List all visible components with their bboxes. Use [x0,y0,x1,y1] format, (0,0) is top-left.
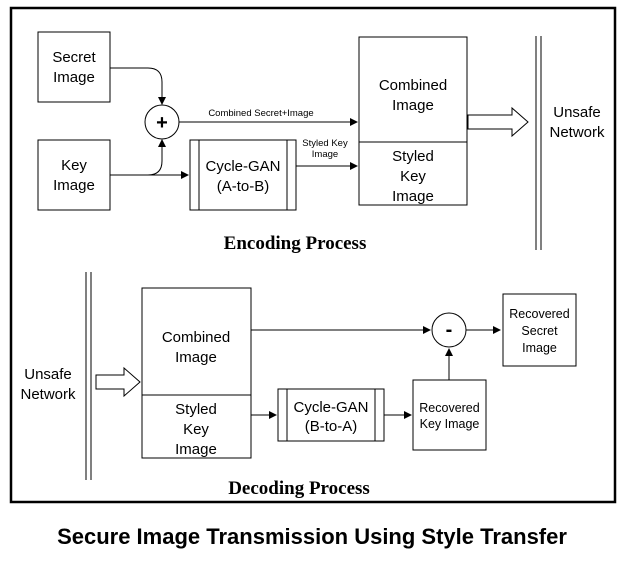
secret-to-plus-connector [110,67,166,105]
decoded-styled-label-3: Image [175,441,217,458]
combined-secret-image-label: Combined Secret+Image [208,108,313,119]
decoded-styled-label-1: Styled [175,401,217,418]
recovered-secret-box: Recovered Secret Image [502,293,577,367]
receive-from-network-arrow [95,366,141,398]
encoding-network-label-1: Unsafe [553,104,601,121]
encoding-title: Encoding Process [224,233,367,254]
secret-image-label-2: Image [53,69,95,86]
secret-image-box: Secret Image [37,31,111,103]
encoded-combined-label-1: Combined [379,77,447,94]
cyclegan-b-to-a-label-2: (B-to-A) [305,418,358,435]
cyclegan-b-to-a-box: Cycle-GAN (B-to-A) [277,388,385,442]
key-image-label-2: Image [53,177,95,194]
styled-key-image-label-1: Styled Key [302,138,348,149]
decoded-input-box: Combined Image Styled Key Image [141,287,252,459]
encoded-output-box: Combined Image Styled Key Image [358,36,468,206]
plus-operator: + [144,104,180,140]
encoded-combined-label-2: Image [392,97,434,114]
recovered-secret-label-3: Image [522,341,557,355]
encoded-styled-label-2: Key [400,168,426,185]
encoded-styled-label-3: Image [392,188,434,205]
figure-caption: Secure Image Transmission Using Style Tr… [57,524,567,549]
key-to-plus-connector [110,139,166,176]
plus-symbol: + [156,112,168,134]
recovered-secret-label-2: Secret [521,324,558,338]
encoding-network-label-2: Network [549,124,605,141]
decoding-network-label-1: Unsafe [24,366,72,383]
key-image-label-1: Key [61,157,87,174]
recovered-key-label-2: Key Image [420,417,480,431]
decoding-network-label-2: Network [20,386,76,403]
send-to-network-arrow [467,106,529,138]
minus-symbol: - [446,319,453,341]
cyclegan-b-to-a-label-1: Cycle-GAN [293,399,368,416]
decoded-combined-label-1: Combined [162,329,230,346]
secret-image-label-1: Secret [52,49,96,66]
decoded-styled-label-2: Key [183,421,209,438]
encoding-section: Secret Image Key Image + Combined Secret… [37,31,605,254]
cyclegan-a-to-b-label-2: (A-to-B) [217,178,270,195]
recovered-secret-label-1: Recovered [509,307,569,321]
encoded-styled-label-1: Styled [392,148,434,165]
styled-key-image-label-2: Image [312,149,338,160]
cyclegan-a-to-b-box: Cycle-GAN (A-to-B) [189,139,297,211]
minus-operator: - [431,312,467,348]
recovered-key-label-1: Recovered [419,401,479,415]
cyclegan-a-to-b-label-1: Cycle-GAN [205,158,280,175]
decoding-section: Unsafe Network Combined Image Styled Key… [20,272,577,499]
decoded-combined-label-2: Image [175,349,217,366]
decoding-title: Decoding Process [228,478,370,499]
recovered-key-box: Recovered Key Image [412,379,487,451]
outer-frame [9,6,617,504]
key-image-box: Key Image [37,139,111,211]
